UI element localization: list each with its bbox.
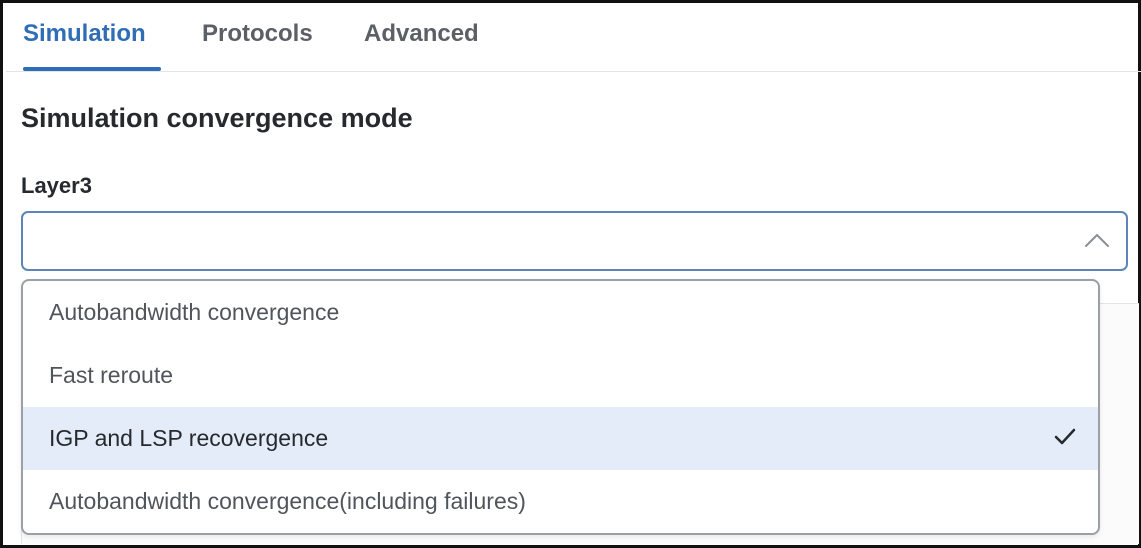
chevron-up-icon[interactable]	[1084, 231, 1110, 249]
layer3-dropdown-menu: Autobandwidth convergence Fast reroute I…	[21, 279, 1100, 535]
option-autobandwidth-convergence[interactable]: Autobandwidth convergence	[23, 281, 1098, 344]
option-autobandwidth-convergence-failures[interactable]: Autobandwidth convergence(including fail…	[23, 470, 1098, 533]
layer3-field-label: Layer3	[21, 173, 92, 198]
tab-protocols[interactable]: Protocols	[202, 20, 313, 47]
option-igp-lsp-recovergence[interactable]: IGP and LSP recovergence	[23, 407, 1098, 470]
layer3-select[interactable]	[21, 211, 1128, 271]
tab-bar: Simulation Protocols Advanced	[6, 6, 1141, 72]
option-label: Autobandwidth convergence	[49, 299, 340, 325]
tab-simulation[interactable]: Simulation	[23, 20, 146, 47]
checkmark-icon	[1054, 428, 1076, 445]
option-label: IGP and LSP recovergence	[49, 425, 329, 451]
option-label: Autobandwidth convergence(including fail…	[49, 488, 526, 514]
section-title: Simulation convergence mode	[21, 103, 413, 133]
tab-advanced[interactable]: Advanced	[364, 20, 479, 47]
active-tab-indicator	[23, 67, 161, 71]
option-fast-reroute[interactable]: Fast reroute	[23, 344, 1098, 407]
option-label: Fast reroute	[49, 362, 173, 388]
